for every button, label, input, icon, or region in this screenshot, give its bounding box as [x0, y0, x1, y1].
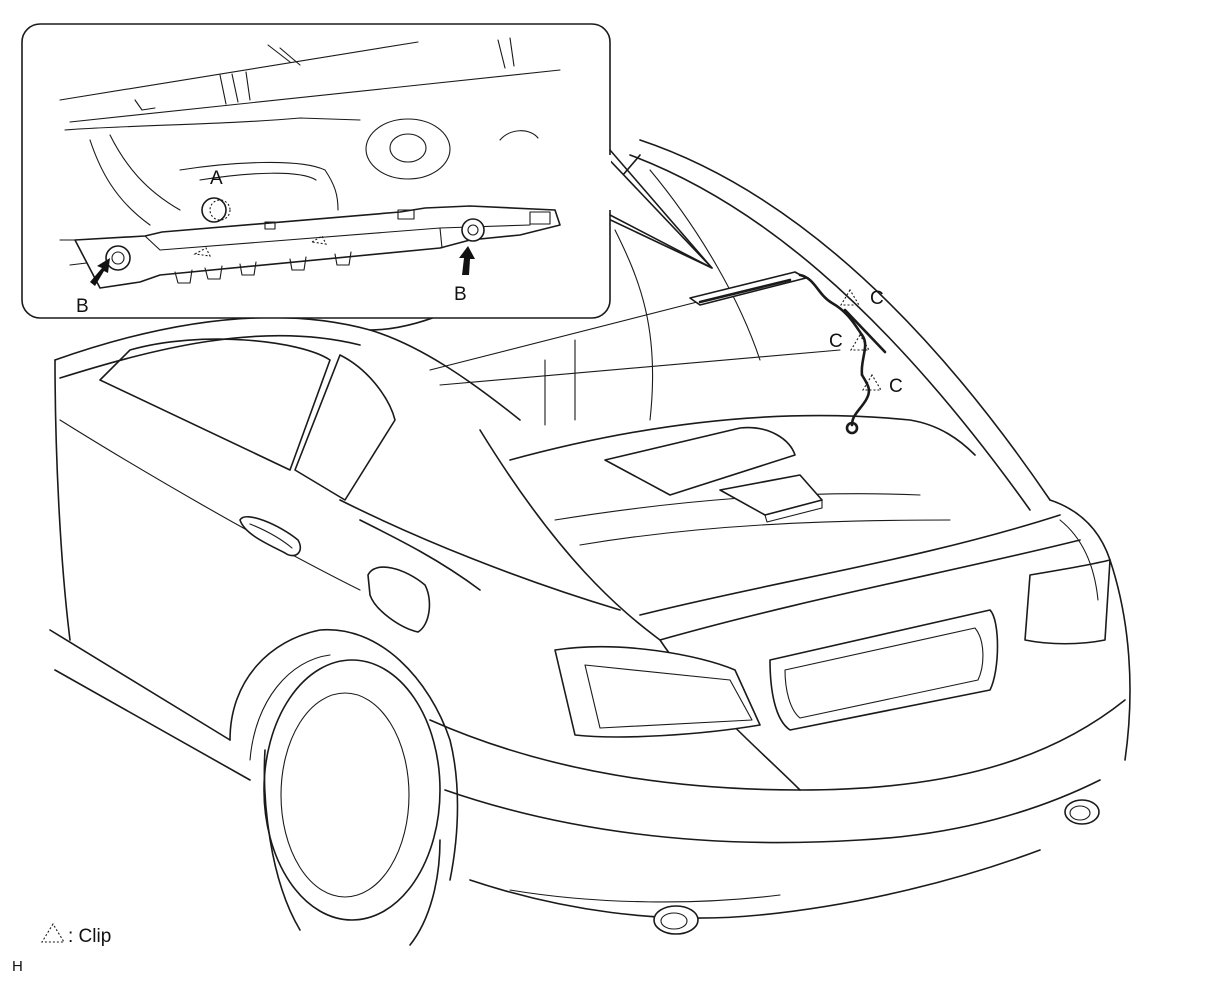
label-c-mid: C	[829, 331, 843, 352]
clip-c-low-icon	[862, 373, 882, 391]
triangle-clip-icon	[41, 922, 65, 943]
car-outline	[49, 139, 1131, 946]
clip-c-mid-icon	[850, 333, 870, 351]
figure-code: H	[12, 958, 23, 975]
label-a: A	[210, 168, 223, 189]
legend: : Clip	[41, 922, 111, 947]
label-c-top: C	[870, 288, 884, 309]
clip-markers	[840, 288, 882, 391]
label-c-low: C	[889, 376, 903, 397]
arrow-b-left-icon	[90, 258, 110, 286]
detail-inset	[21, 23, 713, 319]
clip-c-top-icon	[840, 288, 860, 306]
arrow-b-right-icon	[459, 246, 475, 275]
label-b-left: B	[76, 296, 89, 317]
stop-lamp-assembly	[689, 271, 887, 435]
label-b-right: B	[454, 284, 467, 305]
legend-text: : Clip	[68, 926, 111, 947]
